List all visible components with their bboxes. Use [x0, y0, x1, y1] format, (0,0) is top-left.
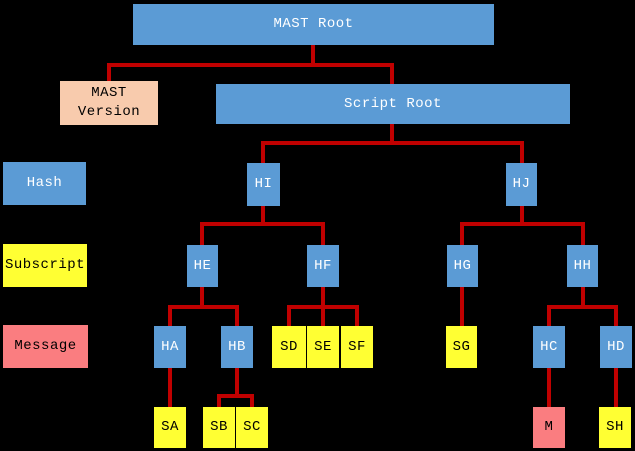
node-se: SE [307, 326, 339, 368]
node-hc: HC [533, 326, 565, 368]
node-m: M [533, 407, 565, 448]
connector-segment [547, 368, 551, 407]
connector-segment [460, 222, 585, 226]
node-hg: HG [447, 245, 478, 287]
connector-segment [520, 206, 524, 224]
node-ha: HA [154, 326, 186, 368]
connector-segment [261, 141, 265, 163]
node-sa: SA [154, 407, 186, 448]
connector-segment [460, 222, 464, 245]
connector-segment [217, 394, 221, 407]
mast-version: MAST Version [60, 81, 158, 125]
connector-segment [250, 394, 254, 407]
connector-segment [168, 368, 172, 407]
connector-segment [287, 305, 359, 309]
mast-root: MAST Root [133, 4, 494, 45]
legend-subscript: Subscript [3, 244, 87, 287]
node-hi: HI [247, 163, 280, 206]
connector-segment [168, 305, 172, 326]
node-hj: HJ [506, 163, 537, 206]
node-hb: HB [221, 326, 253, 368]
connector-segment [200, 222, 325, 226]
connector-segment [107, 63, 394, 67]
connector-segment [168, 305, 239, 309]
node-sd: SD [272, 326, 306, 368]
connector-segment [321, 222, 325, 245]
connector-segment [520, 141, 524, 163]
node-sg: SG [446, 326, 477, 368]
connector-segment [235, 368, 239, 398]
node-hh: HH [567, 245, 598, 287]
connector-segment [614, 305, 618, 326]
script-root: Script Root [216, 84, 570, 124]
node-he: HE [187, 245, 218, 287]
node-sc: SC [236, 407, 268, 448]
connector-segment [261, 141, 524, 145]
connector-segment [200, 222, 204, 245]
connector-segment [355, 305, 359, 326]
connector-segment [547, 305, 618, 309]
connector-segment [107, 63, 111, 81]
connector-segment [390, 63, 394, 84]
node-sh: SH [599, 407, 631, 448]
connector-segment [581, 222, 585, 245]
connector-segment [200, 287, 204, 307]
node-hf: HF [307, 245, 339, 287]
connector-segment [581, 287, 585, 307]
connector-segment [390, 124, 394, 143]
connector-segment [235, 305, 239, 326]
connector-segment [460, 287, 464, 326]
node-hd: HD [600, 326, 632, 368]
legend-message: Message [3, 325, 88, 368]
connector-segment [261, 206, 265, 224]
connector-segment [547, 305, 551, 326]
connector-segment [311, 45, 315, 65]
connector-segment [217, 394, 254, 398]
node-sf: SF [341, 326, 373, 368]
node-sb: SB [203, 407, 235, 448]
connector-segment [614, 368, 618, 407]
legend-hash: Hash [3, 162, 86, 205]
connector-segment [287, 305, 291, 326]
